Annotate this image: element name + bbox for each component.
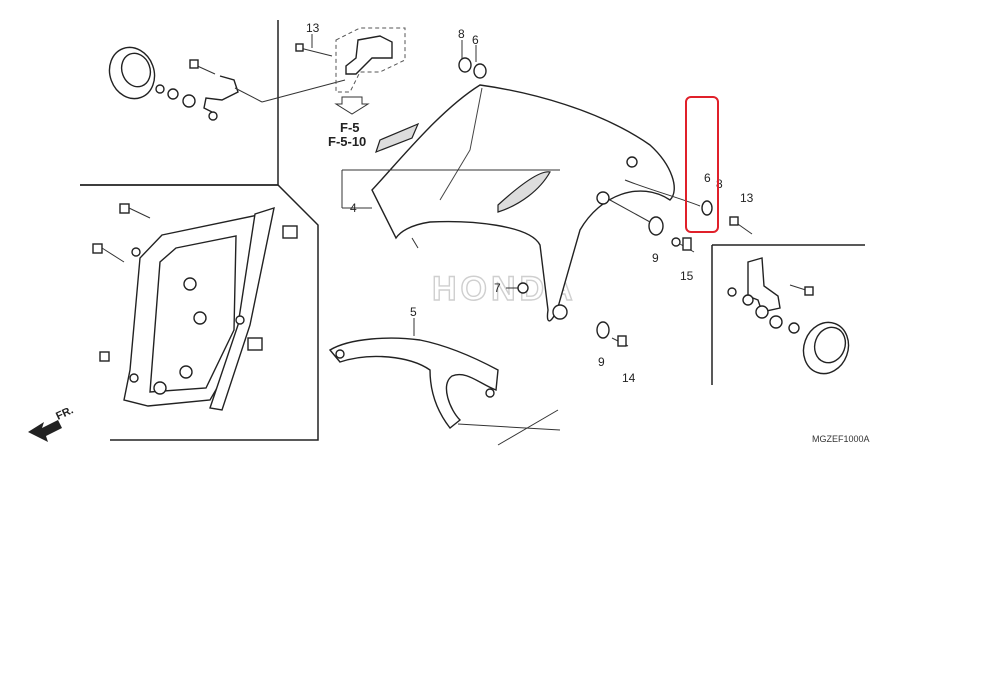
callout-9-upper: 9 — [652, 251, 659, 265]
callout-13-right: 13 — [740, 191, 754, 205]
f5-bracket-group — [295, 27, 406, 115]
callouts: 13 8 6 4 6 8 13 9 15 7 5 9 14 — [306, 21, 754, 385]
callout-6-top: 6 — [472, 33, 479, 47]
section-borders — [80, 20, 865, 441]
front-label: FR. — [54, 404, 75, 422]
callout-8-top: 8 — [458, 27, 465, 41]
callout-8-right: 8 — [716, 177, 723, 191]
callout-13-top: 13 — [306, 21, 320, 35]
fender-stay — [328, 337, 561, 446]
right-hardware — [596, 179, 753, 347]
license-plate-bracket — [92, 203, 298, 411]
callout-15: 15 — [680, 269, 694, 283]
highlight-box — [685, 96, 719, 233]
callout-4: 4 — [350, 201, 357, 215]
ref-f5: F-5 — [340, 120, 360, 135]
top-left-reflector-assembly — [108, 46, 346, 121]
ref-f5-10: F-5-10 — [328, 134, 366, 149]
top-nuts — [458, 57, 529, 294]
front-fender — [371, 84, 675, 322]
front-arrow: FR. — [28, 404, 75, 442]
callout-9-lower: 9 — [598, 355, 605, 369]
callout-5: 5 — [410, 305, 417, 319]
callout-6-right: 6 — [704, 171, 711, 185]
right-reflector-assembly — [727, 257, 850, 375]
callout-14: 14 — [622, 371, 636, 385]
diagram-code: MGZEF1000A — [812, 434, 870, 444]
callout-7: 7 — [494, 281, 501, 295]
